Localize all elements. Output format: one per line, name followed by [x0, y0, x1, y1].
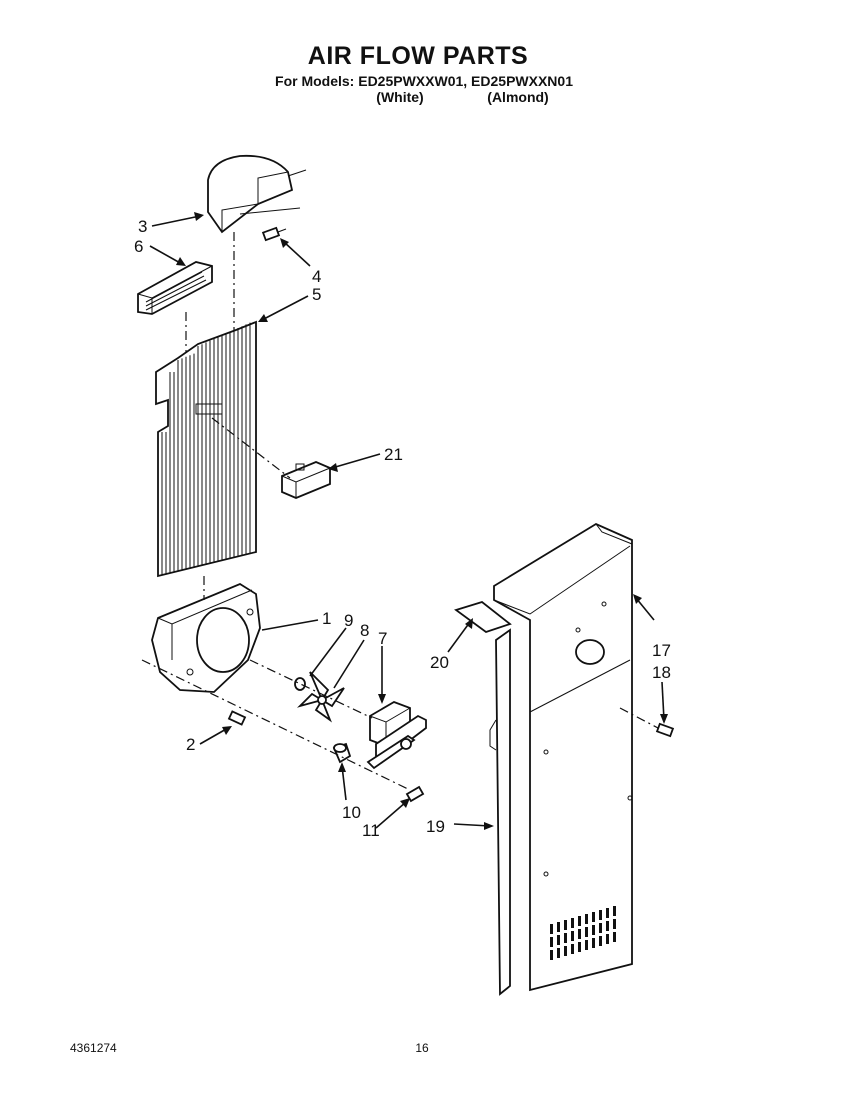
vent-slot	[578, 929, 581, 939]
part-6-grille	[137, 261, 213, 315]
vent-slot	[557, 922, 560, 932]
vent-slot	[585, 927, 588, 937]
page-number: 16	[415, 1041, 429, 1055]
vent-slot	[613, 919, 616, 929]
vent-slot	[550, 950, 553, 960]
callout-3: 3	[138, 217, 147, 236]
part-8-fan-blade	[296, 671, 345, 723]
part-7-fan-motor	[366, 701, 427, 770]
vent-slot	[571, 931, 574, 941]
callout-9: 9	[344, 611, 353, 630]
vent-slot	[599, 910, 602, 920]
vent-slot	[550, 937, 553, 947]
callout-20: 20	[430, 653, 449, 672]
vent-slot	[606, 921, 609, 931]
page-title: AIR FLOW PARTS	[308, 42, 528, 70]
callout-10: 10	[342, 803, 361, 822]
callout-19: 19	[426, 817, 445, 836]
vent-slot	[557, 948, 560, 958]
callout-21: 21	[384, 445, 403, 464]
callout-7: 7	[378, 629, 387, 648]
vent-slot	[592, 938, 595, 948]
callout-5: 5	[312, 285, 321, 304]
part-21-control	[281, 461, 331, 499]
vent-slot	[599, 936, 602, 946]
part-17-rear-panel	[493, 522, 633, 992]
part-19-side-duct	[489, 628, 511, 996]
vent-slot	[599, 923, 602, 933]
callout-labels: 3 6 4 5 21 1 9 8 7 2 10 11 19 20 17 18	[134, 217, 671, 840]
vent-slot	[564, 920, 567, 930]
callout-18: 18	[652, 663, 671, 682]
part-9-washer	[294, 677, 306, 691]
vent-slot	[564, 933, 567, 943]
callout-2: 2	[186, 735, 195, 754]
color-white-label: (White)	[376, 89, 423, 105]
part-1-fan-housing	[151, 582, 261, 693]
doc-number: 4361274	[70, 1041, 117, 1055]
vent-slot	[606, 908, 609, 918]
vent-slot	[550, 924, 553, 934]
vent-slot	[571, 918, 574, 928]
assembly-lines	[141, 232, 659, 791]
callout-8: 8	[360, 621, 369, 640]
vent-slot	[578, 916, 581, 926]
vent-slot	[613, 932, 616, 942]
callout-11: 11	[362, 821, 380, 840]
callout-4: 4	[312, 267, 321, 286]
vent-slot	[578, 942, 581, 952]
part-18-screw	[655, 722, 675, 738]
part-5-air-duct	[155, 320, 257, 578]
vent-slot	[557, 935, 560, 945]
vent-slot	[592, 912, 595, 922]
part-20-seal	[454, 601, 512, 634]
callout-17: 17	[652, 641, 671, 660]
part-3-duct-cover	[207, 154, 307, 234]
leader-lines	[149, 212, 668, 830]
callout-1: 1	[322, 609, 331, 628]
part-4-screw	[261, 226, 287, 242]
part-11-screw	[405, 785, 425, 803]
callout-6: 6	[134, 237, 143, 256]
vent-slot	[613, 906, 616, 916]
part-10-grommet	[332, 742, 352, 764]
vent-slot	[585, 940, 588, 950]
vent-slot	[585, 914, 588, 924]
part-2-screw	[227, 710, 247, 726]
models-line: For Models: ED25PWXXW01, ED25PWXXN01	[275, 73, 573, 89]
vent-slot	[606, 934, 609, 944]
vent-slot	[571, 944, 574, 954]
vent-slot	[564, 946, 567, 956]
color-almond-label: (Almond)	[487, 89, 548, 105]
vent-slot	[592, 925, 595, 935]
